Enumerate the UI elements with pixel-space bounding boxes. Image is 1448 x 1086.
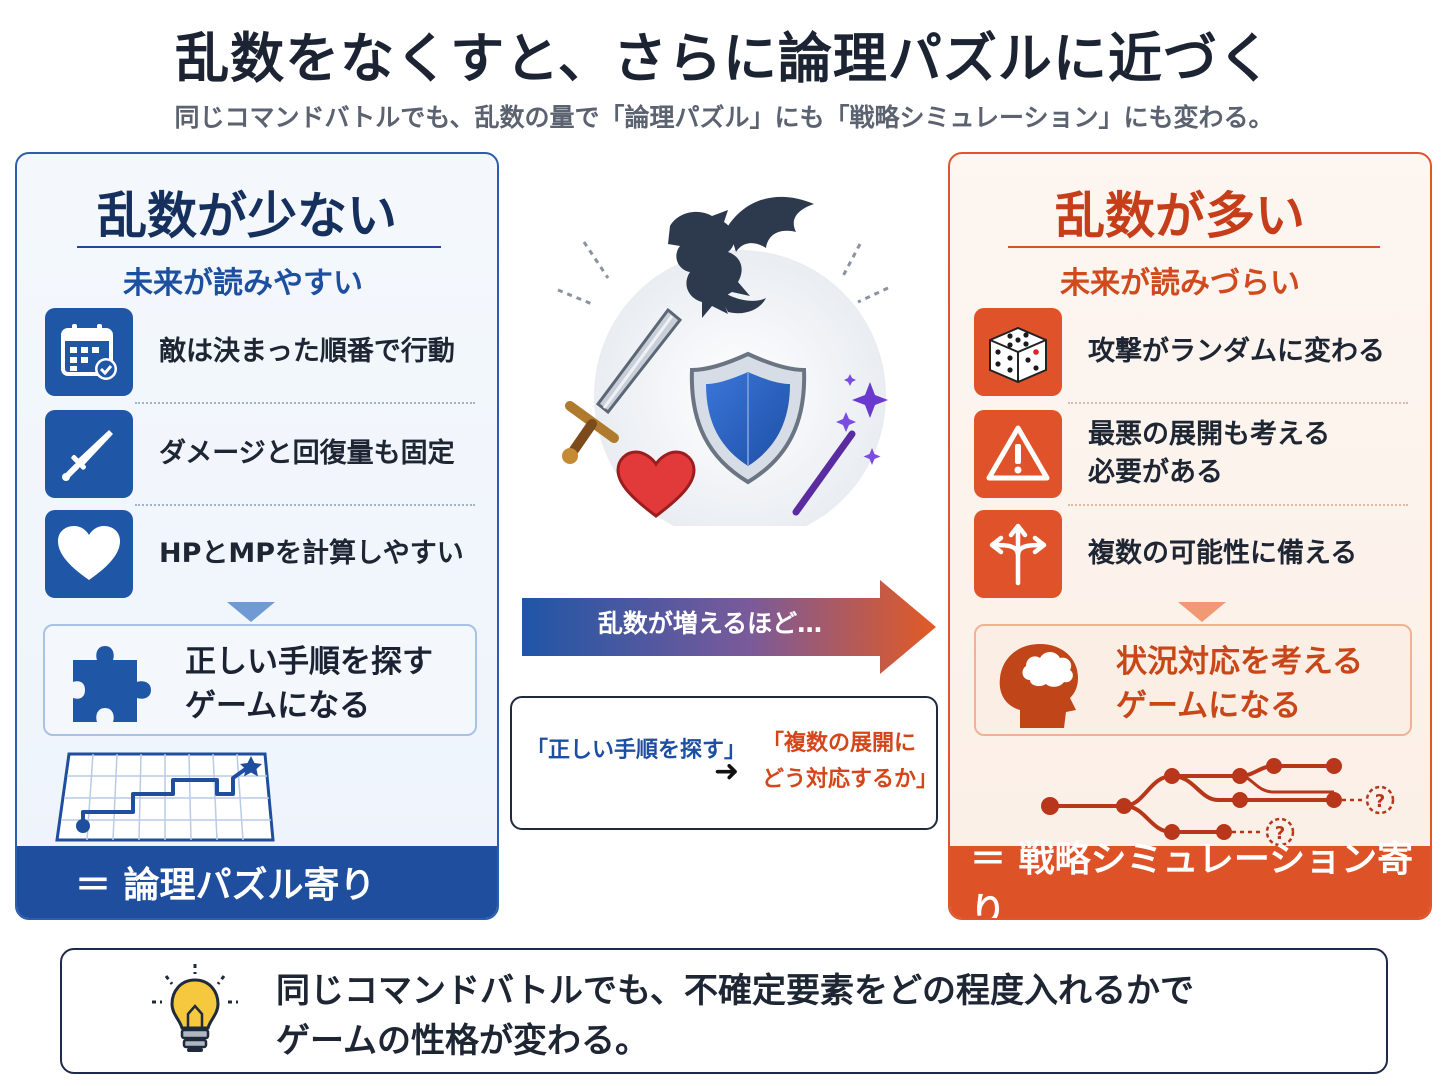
comparison-arrow-icon: ➜ [714, 754, 740, 789]
heart-illustration-icon [616, 450, 696, 518]
right-conclusion-band: ＝ 戦略シミュレーション寄り [950, 839, 1430, 918]
left-conclusion-band: ＝ 論理パズル寄り [17, 846, 497, 918]
right-item-2-line-1: 最悪の展開も考える [1088, 419, 1331, 450]
left-divider-1 [135, 402, 475, 404]
right-result-line-2: ゲームになる [1116, 688, 1302, 724]
right-title-divider [1008, 246, 1380, 248]
left-divider-2 [135, 504, 475, 506]
comparison-left-text: 「正しい手順を探す」 [526, 738, 747, 763]
right-result-line-1: 状況対応を考える [1116, 644, 1364, 680]
right-item-3: 複数の可能性に備える [974, 510, 1404, 600]
left-panel-subtitle: 未来が読みやすい [123, 266, 363, 301]
left-result-box: 正しい手順を探す ゲームになる [43, 624, 477, 736]
right-result-box: 状況対応を考える ゲームになる [974, 624, 1412, 736]
summary-note-text: 同じコマンドバトルでも、不確定要素をどの程度入れるかで ゲームの性格が変わる。 [276, 966, 1194, 1066]
heart-icon [45, 510, 133, 598]
left-item-1: 敵は決まった順番で行動 [45, 308, 475, 398]
sword-icon [45, 410, 133, 498]
right-result-text: 状況対応を考える ゲームになる [1116, 640, 1363, 728]
right-item-2-text: 最悪の展開も考える 必要がある [1088, 410, 1418, 498]
right-down-arrow [1178, 602, 1226, 622]
summary-note-box [60, 948, 1388, 1074]
magic-wand-icon [792, 374, 888, 516]
left-item-1-text: 敵は決まった順番で行動 [159, 336, 455, 367]
summary-note-line-2: ゲームの性格が変わる。 [276, 1021, 649, 1061]
increasing-randomness-arrow [522, 580, 936, 674]
svg-text:?: ? [1275, 823, 1285, 844]
right-divider-1 [1068, 402, 1408, 404]
arrow-label: 乱数が増えるほど… [597, 609, 823, 638]
left-result-line-2: ゲームになる [185, 688, 371, 724]
sword-illustration-icon [562, 307, 683, 464]
right-item-1-text: 攻撃がランダムに変わる [1088, 336, 1385, 367]
right-item-2: 最悪の展開も考える 必要がある [974, 410, 1404, 500]
left-result-text: 正しい手順を探す ゲームになる [185, 640, 433, 728]
low-randomness-panel: 乱数が少ない 未来が読みやすい 敵は決まった順番で行動 [15, 152, 499, 920]
svg-text:?: ? [1375, 791, 1385, 812]
right-item-3-text: 複数の可能性に備える [1088, 538, 1358, 569]
shield-illustration-icon [689, 351, 807, 485]
summary-note-line-1: 同じコマンドバトルでも、不確定要素をどの程度入れるかで [276, 971, 1194, 1011]
rpg-battle-illustration [552, 186, 912, 542]
right-divider-2 [1068, 504, 1408, 506]
comparison-box: 「正しい手順を探す」 ➜ 「複数の展開に どう対応するか」 [510, 696, 938, 830]
right-panel-subtitle: 未来が読みづらい [1060, 266, 1300, 301]
grid-path-illustration [55, 750, 275, 850]
calendar-icon [45, 308, 133, 396]
left-item-3: HPとMPを計算しやすい [45, 510, 475, 600]
dragon-icon [668, 196, 814, 318]
right-item-1: 攻撃がランダムに変わる [974, 308, 1404, 398]
lightbulb-icon [150, 962, 240, 1062]
left-title-divider [77, 246, 441, 248]
left-result-line-1: 正しい手順を探す [185, 644, 433, 680]
subtitle: 同じコマンドバトルでも、乱数の量で「論理パズル」にも「戦略シミュレーション」にも… [174, 103, 1274, 132]
comparison-right-text: 「複数の展開に どう対応するか」 [762, 726, 939, 798]
left-down-arrow [227, 602, 275, 622]
left-panel-title: 乱数が少ない [97, 187, 397, 245]
left-item-2-text: ダメージと回復量も固定 [159, 438, 455, 469]
left-item-2: ダメージと回復量も固定 [45, 410, 475, 500]
main-title: 乱数をなくすと、さらに論理パズルに近づく [175, 27, 1273, 90]
branching-paths-illustration: ? ? [1034, 752, 1414, 856]
head-thinking-icon [990, 636, 1094, 736]
dice-icon [974, 308, 1062, 396]
high-randomness-panel: 乱数が多い 未来が読みづらい 攻撃がランダムに変わる [948, 152, 1432, 920]
right-panel-title: 乱数が多い [1055, 187, 1305, 245]
warning-icon [974, 410, 1062, 498]
comparison-right-line-2: どう対応するか」 [762, 767, 939, 792]
comparison-right-line-1: 「複数の展開に [762, 731, 917, 756]
right-item-2-line-2: 必要がある [1088, 457, 1223, 488]
branch-arrows-icon [974, 510, 1062, 598]
puzzle-icon [67, 642, 155, 730]
left-item-3-text: HPとMPを計算しやすい [159, 538, 464, 569]
